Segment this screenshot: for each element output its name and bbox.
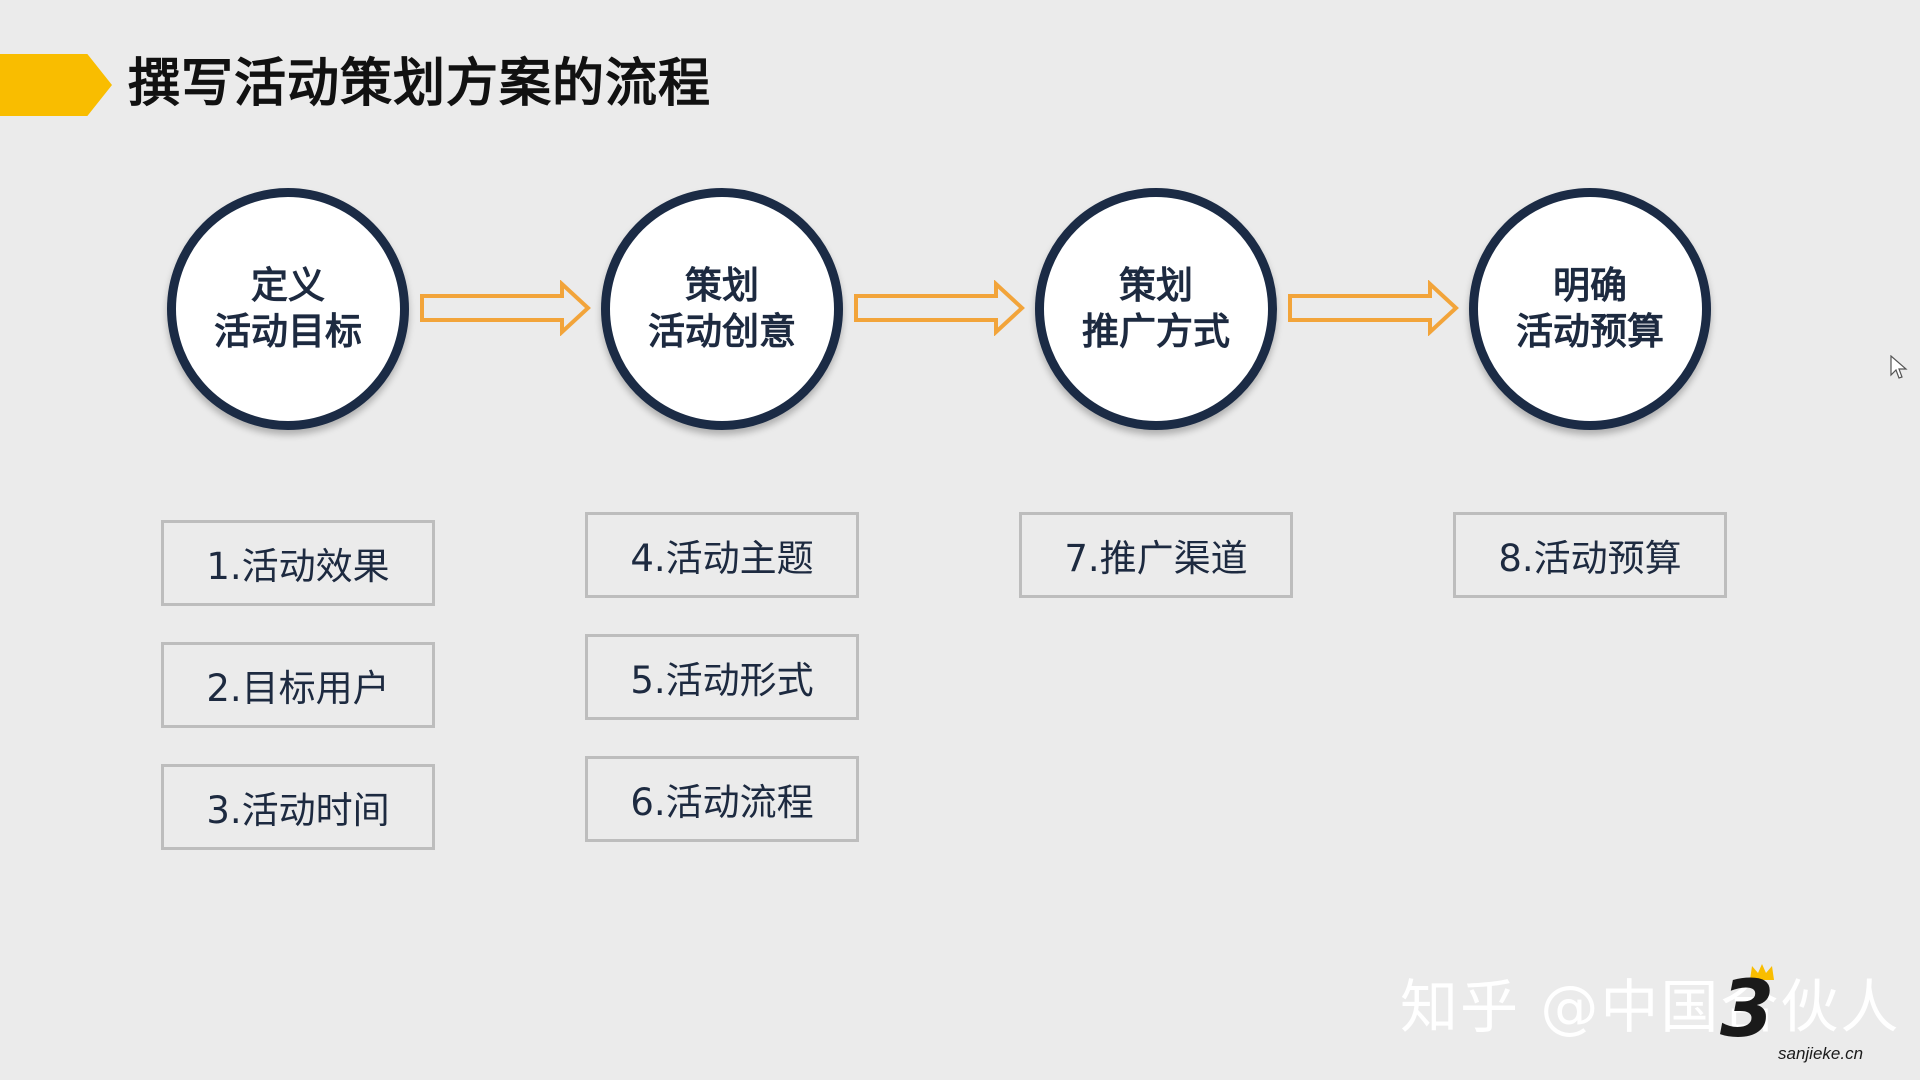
logo: 3 sanjieke.cn — [1720, 965, 1900, 1063]
arrow-right-icon — [854, 280, 1025, 336]
step-4-line1: 明确 — [1553, 264, 1627, 307]
logo-site: sanjieke.cn — [1778, 1044, 1864, 1063]
item-box: 8.活动预算 — [1453, 512, 1727, 598]
step-2-line2: 活动创意 — [648, 310, 796, 353]
step-circle-1: 定义 活动目标 — [167, 188, 409, 430]
mouse-cursor-icon — [1890, 355, 1908, 379]
item-box: 2.目标用户 — [161, 642, 435, 728]
page-title: 撰写活动策划方案的流程 — [128, 54, 712, 114]
item-box: 1.活动效果 — [161, 520, 435, 606]
step-1-line2: 活动目标 — [214, 310, 362, 353]
item-box: 4.活动主题 — [585, 512, 859, 598]
watermark-text: 知乎 @中国合伙人 — [1400, 973, 1901, 1041]
step-circle-3: 策划 推广方式 — [1035, 188, 1277, 430]
title-accent-tab — [0, 54, 112, 116]
step-circle-2: 策划 活动创意 — [601, 188, 843, 430]
step-3-line1: 策划 — [1119, 264, 1193, 307]
logo-mark: 3 — [1720, 965, 1775, 1055]
item-box: 5.活动形式 — [585, 634, 859, 720]
item-box: 6.活动流程 — [585, 756, 859, 842]
arrow-right-icon — [1288, 280, 1459, 336]
step-circle-4: 明确 活动预算 — [1469, 188, 1711, 430]
step-2-line1: 策划 — [685, 264, 759, 307]
step-1-line1: 定义 — [251, 264, 325, 307]
step-3-line2: 推广方式 — [1082, 310, 1230, 353]
item-box: 3.活动时间 — [161, 764, 435, 850]
step-4-line2: 活动预算 — [1516, 310, 1664, 353]
arrow-right-icon — [420, 280, 591, 336]
item-box: 7.推广渠道 — [1019, 512, 1293, 598]
crown-icon — [1750, 964, 1774, 980]
